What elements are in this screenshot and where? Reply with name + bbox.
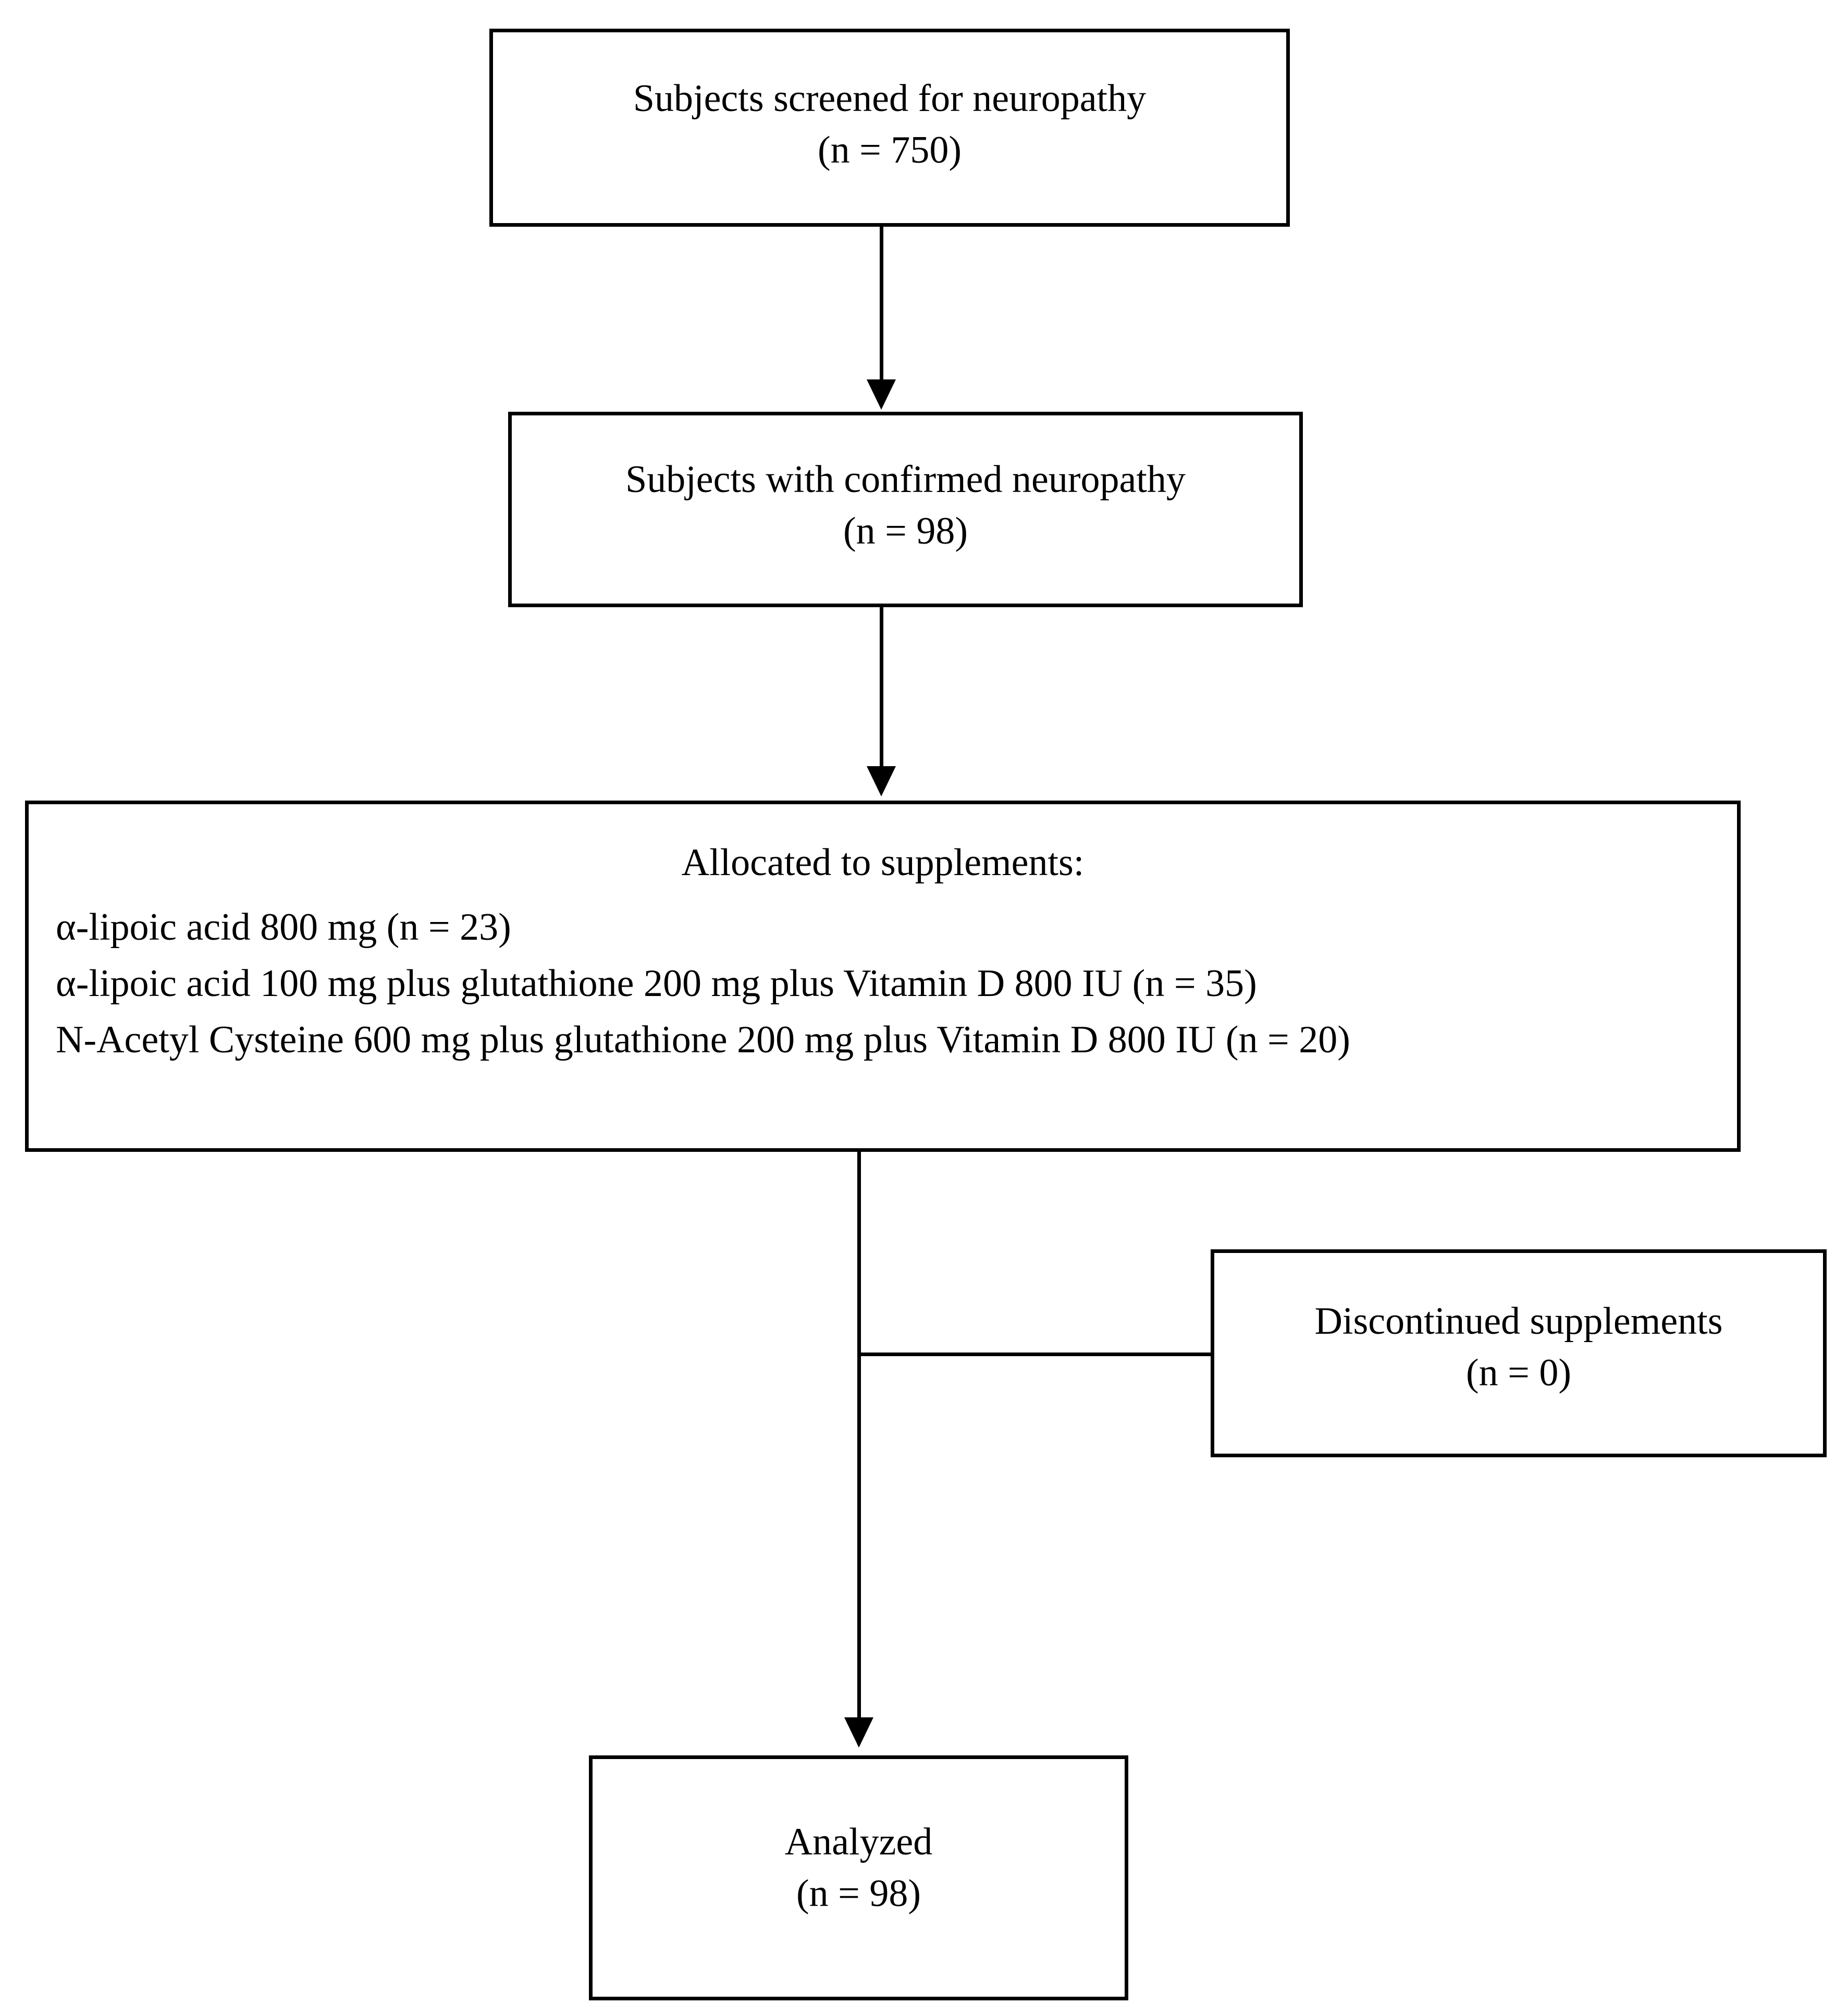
connector-screened-to-confirmed-arrowhead-icon <box>867 379 896 410</box>
node-allocated-supplements-arm-list: α-lipoic acid 800 mg (n = 23) α-lipoic a… <box>56 899 1350 1068</box>
node-confirmed-neuropathy: Subjects with confirmed neuropathy (n = … <box>508 412 1303 607</box>
node-discontinued-supplements-line1: Discontinued supplements <box>1314 1300 1723 1343</box>
node-allocated-supplements: Allocated to supplements: α-lipoic acid … <box>25 801 1741 1152</box>
allocation-arm-item: N-Acetyl Cysteine 600 mg plus glutathion… <box>56 1018 1350 1062</box>
node-confirmed-neuropathy-text: Subjects with confirmed neuropathy (n = … <box>512 454 1299 557</box>
node-analyzed-line1: Analyzed <box>784 1821 933 1863</box>
node-discontinued-supplements-text: Discontinued supplements (n = 0) <box>1214 1296 1823 1399</box>
node-subjects-screened-text: Subjects screened for neuropathy (n = 75… <box>493 73 1286 176</box>
allocation-arm-item: α-lipoic acid 100 mg plus glutathione 20… <box>56 962 1257 1005</box>
connector-confirmed-to-allocated-line <box>880 607 883 769</box>
connector-allocated-to-analyzed-arrowhead-icon <box>844 1717 873 1748</box>
connector-allocated-to-discontinued-line <box>857 1353 1212 1356</box>
allocation-arm-item: α-lipoic acid 800 mg (n = 23) <box>56 906 511 949</box>
node-discontinued-supplements: Discontinued supplements (n = 0) <box>1211 1249 1827 1457</box>
connector-allocated-to-analyzed-line <box>857 1152 861 1720</box>
node-confirmed-neuropathy-line2: (n = 98) <box>843 510 968 553</box>
connector-screened-to-confirmed-line <box>880 227 883 383</box>
node-subjects-screened-line2: (n = 750) <box>817 129 962 172</box>
node-analyzed-text: Analyzed (n = 98) <box>593 1816 1125 1920</box>
node-discontinued-supplements-line2: (n = 0) <box>1465 1351 1572 1395</box>
node-allocated-supplements-title: Allocated to supplements: <box>681 841 1085 884</box>
node-analyzed-line2: (n = 98) <box>796 1872 921 1915</box>
node-subjects-screened: Subjects screened for neuropathy (n = 75… <box>489 29 1290 227</box>
node-confirmed-neuropathy-line1: Subjects with confirmed neuropathy <box>625 458 1186 501</box>
node-subjects-screened-line1: Subjects screened for neuropathy <box>633 77 1147 120</box>
connector-confirmed-to-allocated-arrowhead-icon <box>867 766 896 796</box>
node-analyzed: Analyzed (n = 98) <box>589 1755 1128 2000</box>
